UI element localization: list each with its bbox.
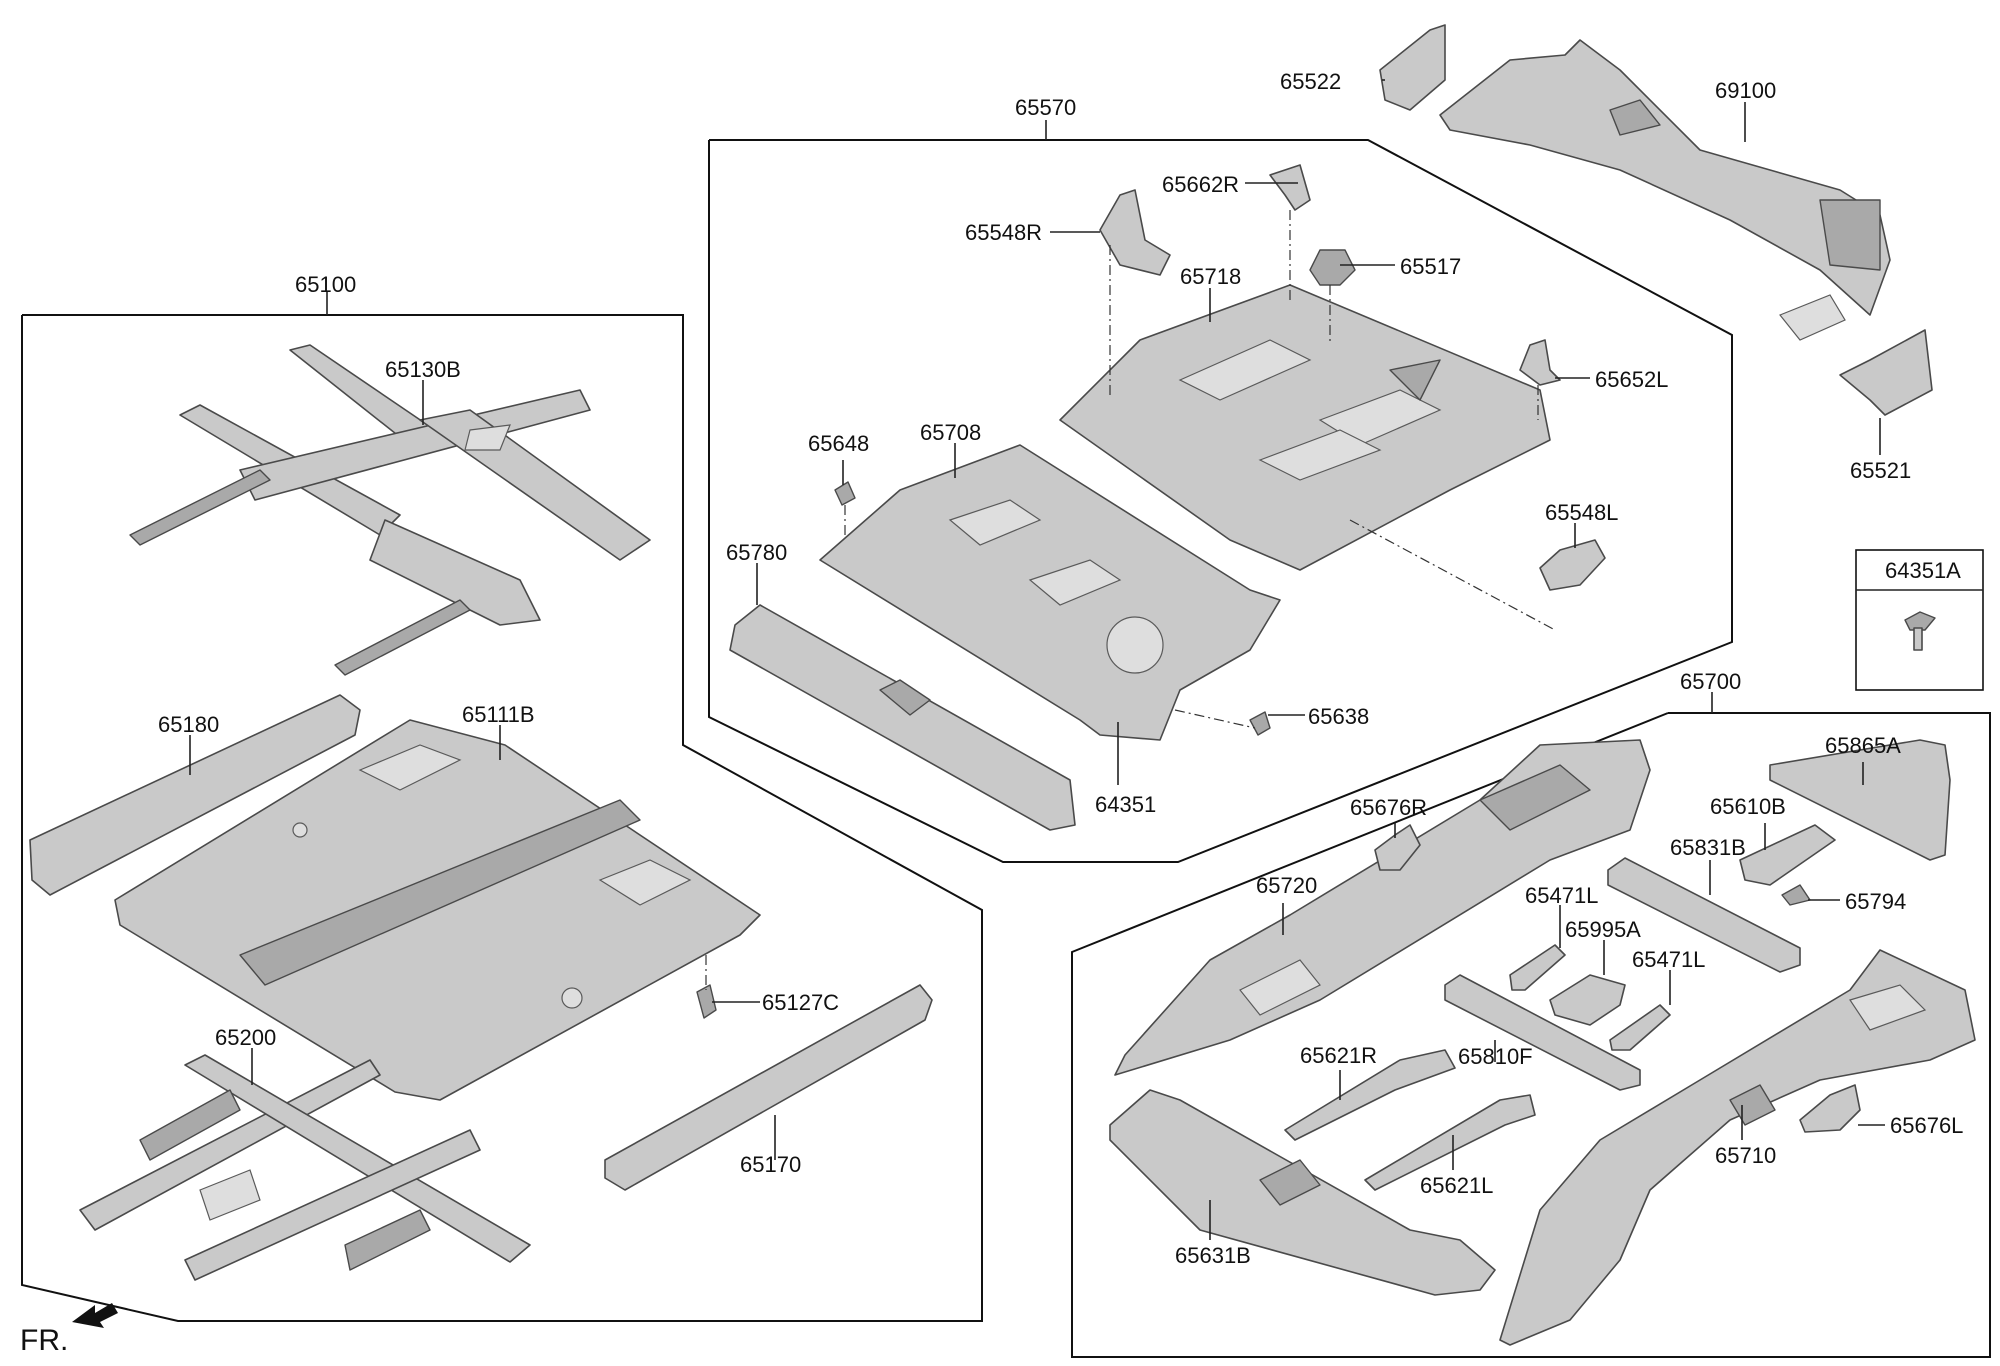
callout-65794: 65794 [1845,889,1906,914]
callout-65638: 65638 [1308,704,1369,729]
callout-65610B: 65610B [1710,794,1786,819]
group-65700-border [1071,712,1991,1358]
callout-65710: 65710 [1715,1143,1776,1168]
part-65471L-b-bracket [1609,1004,1671,1051]
callout-65780: 65780 [726,540,787,565]
callout-65170: 65170 [740,1152,801,1177]
callout-65831B: 65831B [1670,835,1746,860]
callout-65471L-a: 65471L [1525,883,1598,908]
part-65111B-floor-panel [114,719,761,1101]
part-65621L-member [1364,1094,1536,1191]
part-65517-bracket [1309,249,1356,286]
part-65170-rail [604,984,933,1191]
part-65720-side-member [1114,739,1651,1076]
callout-65521: 65521 [1850,458,1911,483]
callout-64351A: 64351A [1885,558,1961,583]
part-65676L-bracket [1799,1084,1861,1133]
part-65865A-member [1769,739,1951,861]
callout-69100: 69100 [1715,78,1776,103]
callout-65676L: 65676L [1890,1113,1963,1138]
dash-65548L [1349,519,1556,631]
part-65631B-crossmember [1109,1089,1496,1296]
part-65831B-member [1607,857,1801,973]
callout-65130B: 65130B [385,357,461,382]
part-69100-rear-crossmember [1439,39,1891,341]
callout-65548R: 65548R [965,220,1042,245]
callout-65810F: 65810F [1458,1044,1533,1069]
part-65548R-bracket [1099,189,1171,276]
front-direction-arrow-icon [72,1303,118,1328]
group-65570-border [708,139,1733,863]
callout-65200: 65200 [215,1025,276,1050]
callout-65700: 65700 [1680,669,1741,694]
callout-65180: 65180 [158,712,219,737]
group-65100-border [21,314,983,1322]
callout-65517: 65517 [1400,254,1461,279]
callout-65718: 65718 [1180,264,1241,289]
part-65708-center-floor [819,444,1281,741]
callout-65865A: 65865A [1825,733,1901,758]
part-65718-rear-floor [1059,284,1551,571]
part-65662R-bracket [1269,164,1311,211]
part-65471L-a-bracket [1509,944,1566,991]
part-65548L-bracket [1539,539,1606,591]
callout-65720: 65720 [1256,873,1317,898]
callout-65662R: 65662R [1162,172,1239,197]
part-65810F-member [1444,974,1641,1091]
callout-65648: 65648 [808,431,869,456]
part-65200-frame [79,1054,531,1281]
callout-65100: 65100 [295,272,356,297]
callout-65111B: 65111B [462,702,535,727]
part-65521-bracket [1839,329,1933,416]
leader-lines [189,79,1885,1240]
part-65995A-bracket [1549,974,1626,1026]
callout-65471L-b: 65471L [1632,947,1705,972]
part-65621R-member [1284,1049,1456,1141]
callout-64351: 64351 [1095,792,1156,817]
part-65127C-bracket [696,984,717,1019]
part-65610B-bracket [1739,824,1836,886]
callout-65652L: 65652L [1595,367,1668,392]
callout-65570: 65570 [1015,95,1076,120]
callout-65621L: 65621L [1420,1173,1493,1198]
callout-65708: 65708 [920,420,981,445]
part-65652L-bracket [1519,339,1561,386]
callout-65522: 65522 [1280,69,1341,94]
callout-65631B: 65631B [1175,1243,1251,1268]
callout-65127C: 65127C [762,990,839,1015]
part-65522-bracket [1379,24,1446,111]
part-65180-rail [29,694,361,896]
part-65130B-frame [129,344,651,676]
part-65638-clip [1249,711,1271,736]
part-65780-crossmember [729,604,1076,831]
bolt-icon [1904,611,1936,651]
front-direction-label: FR. [20,1324,68,1357]
part-65794-clip [1781,884,1811,906]
callout-65995A: 65995A [1565,917,1641,942]
dash-65638 [1174,709,1256,729]
callout-65621R: 65621R [1300,1043,1377,1068]
callout-65548L: 65548L [1545,500,1618,525]
part-65648-clip [834,481,856,506]
callout-65676R: 65676R [1350,795,1427,820]
